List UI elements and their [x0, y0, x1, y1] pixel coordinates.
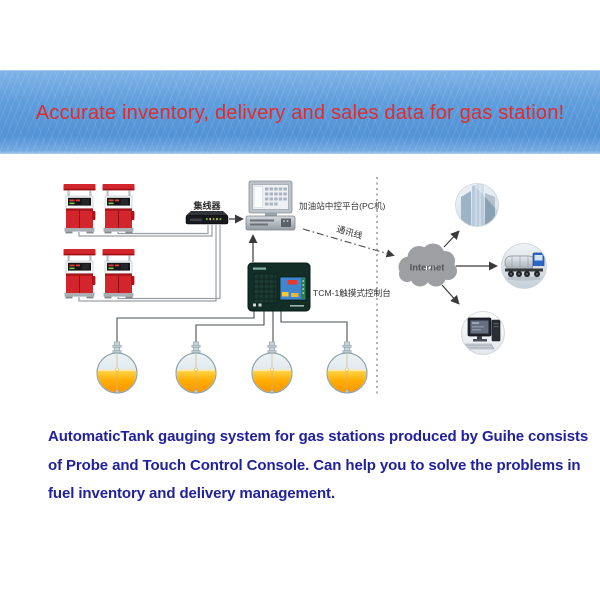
- comm-line-label: 通讯线: [335, 223, 364, 241]
- truck-photo: [501, 243, 547, 289]
- fuel-dispenser-icon: [63, 248, 96, 299]
- fuel-dispenser-icon: [63, 183, 96, 234]
- comm-line: [302, 228, 395, 258]
- console-tank-wires: [116, 311, 348, 342]
- hub-label: 集线器: [192, 200, 221, 211]
- header-banner: Accurate inventory, delivery and sales d…: [0, 70, 600, 154]
- description-line-2: of Probe and Touch Control Console. Can …: [48, 456, 581, 474]
- tank-icon: [176, 342, 216, 394]
- page-title: Accurate inventory, delivery and sales d…: [35, 102, 565, 124]
- description-line-3: fuel inventory and delivery management.: [48, 485, 336, 502]
- internet-cloud-icon: Internet: [398, 243, 457, 287]
- tank-icon: [97, 342, 137, 394]
- description-text: AutomaticTank gauging system for gas sta…: [48, 423, 589, 509]
- fuel-dispenser-icon: [102, 248, 135, 299]
- hub-icon: [185, 211, 229, 225]
- console-label: TCM-1触摸式控制台: [313, 287, 391, 298]
- tank-icon: [252, 342, 292, 394]
- pc-label: 加油站中控平台(PC机): [299, 200, 386, 211]
- console-icon: [247, 262, 311, 312]
- description-line-1: AutomaticTank gauging system for gas sta…: [48, 428, 589, 445]
- fuel-dispenser-icon: [102, 183, 135, 234]
- internet-label: Internet: [410, 263, 446, 274]
- dispenser-hub-wires: [78, 225, 221, 302]
- tank-icon: [327, 342, 367, 394]
- cloud-to-building-arrow: [443, 230, 460, 248]
- monitor-photo: [461, 311, 505, 355]
- building-photo: [455, 183, 499, 227]
- cloud-to-monitor-arrow: [441, 284, 460, 305]
- pc-icon: [245, 180, 296, 231]
